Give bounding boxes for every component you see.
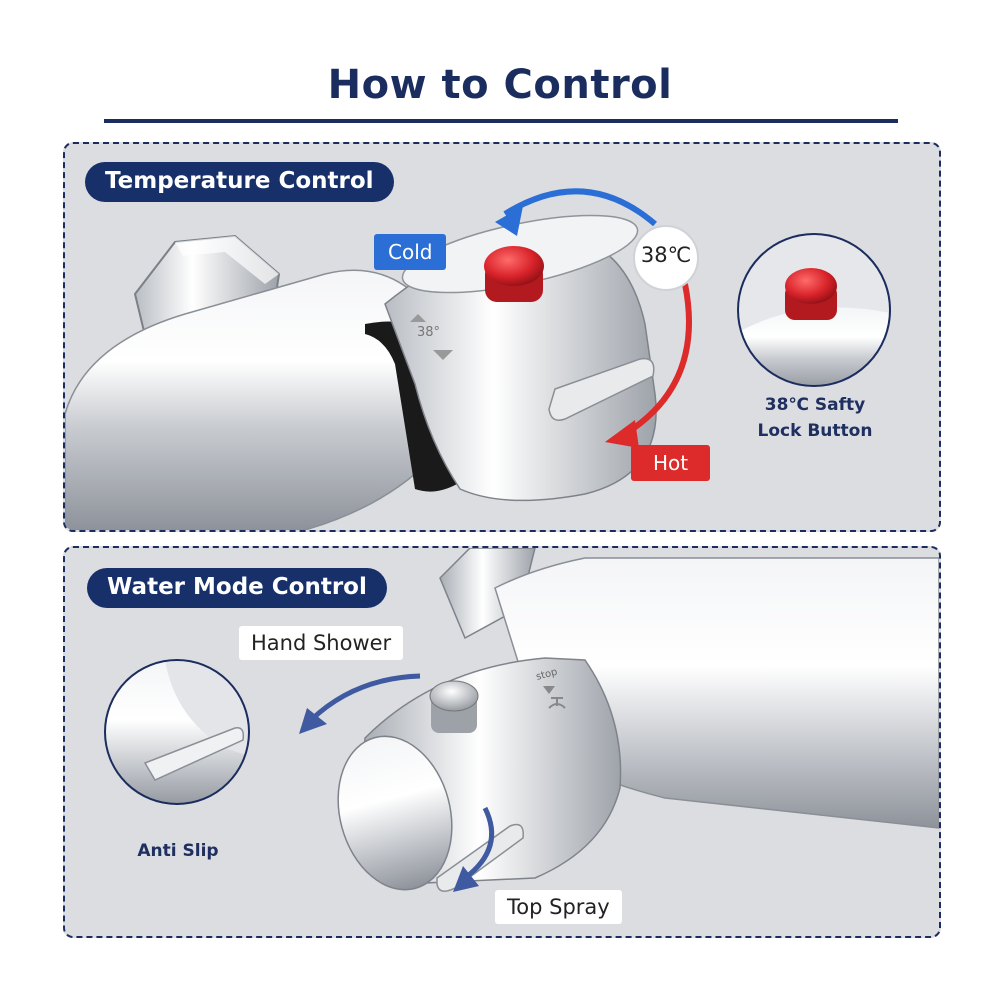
valve-body <box>65 269 446 530</box>
mode-push-button <box>429 680 479 733</box>
hand-shower-label: Hand Shower <box>239 626 404 660</box>
temperature-valve-illustration: 38° <box>65 188 891 530</box>
water-mode-valve-illustration: stop <box>104 548 939 892</box>
top-spray-arrow <box>463 806 495 880</box>
knob-temperature-mark: 38° <box>417 325 440 340</box>
knob-end-cap <box>337 735 453 891</box>
mode-lever <box>436 823 524 892</box>
lock-note: 38℃ Safty Lock Button <box>737 392 893 444</box>
top-spray-label: Top Spray <box>495 890 622 924</box>
hand-shower-arrow <box>309 673 421 722</box>
page-title: How to Control <box>327 62 673 108</box>
lock-button-inset <box>738 234 890 386</box>
water-mode-control-tag: Water Mode Control <box>87 568 387 608</box>
hot-label: Hot <box>631 445 711 481</box>
safety-lock-button <box>484 246 544 302</box>
temperature-control-tag: Temperature Control <box>85 162 394 202</box>
temperature-badge-text: 38℃ <box>640 243 692 267</box>
knob-lever <box>548 357 655 421</box>
stop-mark: stop <box>535 667 559 683</box>
hot-arrow <box>623 283 692 437</box>
lock-note-line1: 38℃ Safty <box>764 395 866 415</box>
cold-label: Cold <box>374 234 447 270</box>
temperature-badge <box>633 225 699 291</box>
cold-arrow <box>503 188 657 227</box>
anti-slip-label: Anti Slip <box>137 841 219 861</box>
lock-note-line2: Lock Button <box>757 421 873 441</box>
temperature-control-panel: 38° Temperature Control Cold Hot 38℃ 38℃… <box>63 142 941 532</box>
water-mode-control-panel: stop Water Mode Control Hand Shower Top … <box>63 546 941 938</box>
title-underline <box>104 119 898 123</box>
shower-mark-icon <box>548 697 566 709</box>
anti-slip-inset <box>105 660 249 804</box>
